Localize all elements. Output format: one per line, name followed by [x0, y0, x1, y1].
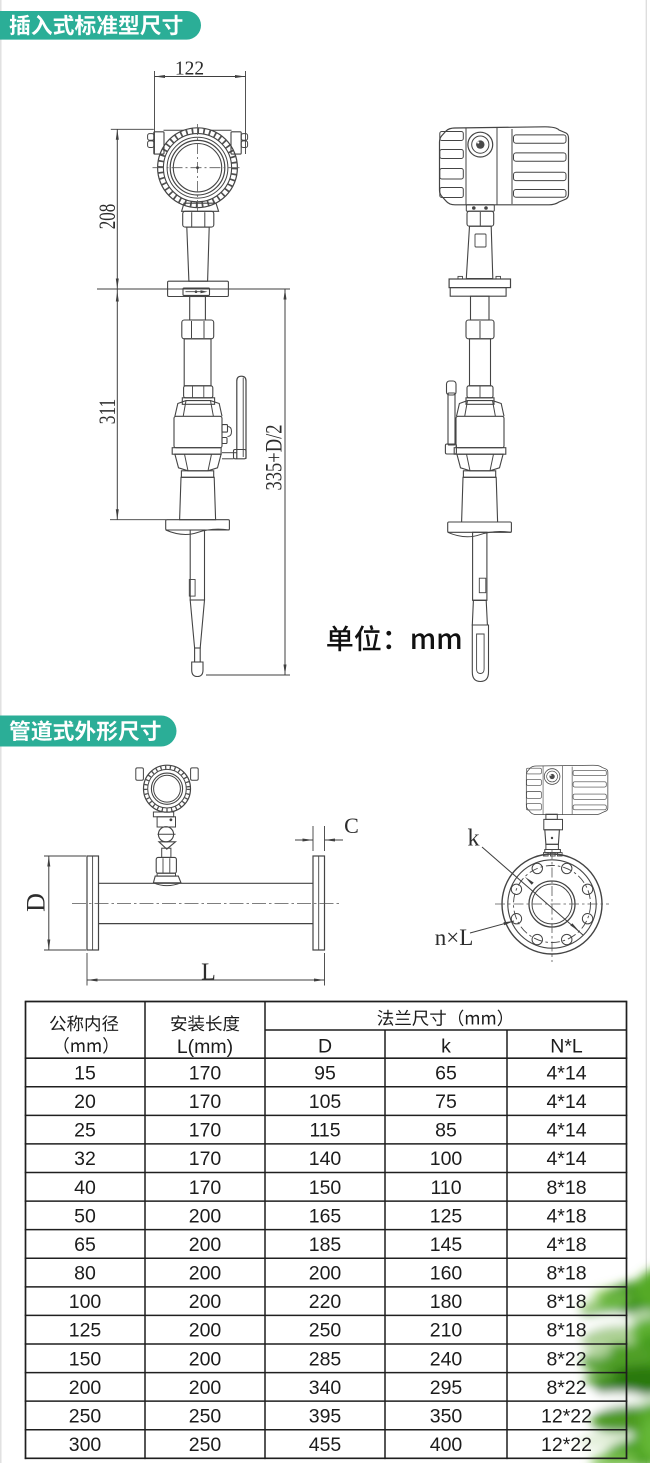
svg-text:150: 150: [69, 1348, 102, 1370]
svg-text:4*14: 4*14: [546, 1120, 586, 1142]
svg-text:C: C: [344, 813, 359, 838]
svg-text:125: 125: [69, 1320, 102, 1342]
svg-text:8*18: 8*18: [546, 1263, 586, 1285]
svg-text:400: 400: [430, 1434, 463, 1456]
svg-text:L(mm): L(mm): [177, 1036, 233, 1058]
svg-text:140: 140: [309, 1148, 342, 1170]
svg-text:250: 250: [189, 1405, 222, 1427]
svg-text:4*18: 4*18: [546, 1234, 586, 1256]
svg-text:170: 170: [189, 1177, 222, 1199]
svg-text:50: 50: [74, 1205, 96, 1227]
svg-text:12*22: 12*22: [541, 1434, 592, 1456]
svg-text:n×L: n×L: [435, 925, 474, 950]
svg-text:12*22: 12*22: [541, 1405, 592, 1427]
svg-text:170: 170: [189, 1062, 222, 1084]
svg-text:165: 165: [309, 1205, 342, 1227]
svg-text:200: 200: [189, 1263, 222, 1285]
svg-text:210: 210: [430, 1320, 463, 1342]
svg-text:125: 125: [430, 1205, 463, 1227]
svg-text:395: 395: [309, 1405, 342, 1427]
svg-text:250: 250: [309, 1320, 342, 1342]
svg-text:180: 180: [430, 1291, 463, 1313]
svg-text:k: k: [441, 1036, 451, 1058]
svg-text:100: 100: [69, 1291, 102, 1313]
svg-text:95: 95: [314, 1062, 336, 1084]
svg-text:115: 115: [309, 1120, 340, 1142]
svg-text:80: 80: [74, 1263, 96, 1285]
svg-text:170: 170: [189, 1091, 222, 1113]
svg-text:8*22: 8*22: [546, 1348, 586, 1370]
svg-text:N*L: N*L: [550, 1036, 583, 1058]
svg-text:160: 160: [430, 1263, 463, 1285]
svg-text:4*14: 4*14: [546, 1091, 586, 1113]
svg-text:240: 240: [430, 1348, 463, 1370]
svg-text:200: 200: [189, 1234, 222, 1256]
svg-text:32: 32: [74, 1148, 96, 1170]
svg-text:8*22: 8*22: [546, 1377, 586, 1399]
svg-text:85: 85: [435, 1120, 457, 1142]
svg-text:20: 20: [74, 1091, 96, 1113]
svg-text:8*18: 8*18: [546, 1177, 586, 1199]
svg-text:200: 200: [189, 1348, 222, 1370]
svg-text:4*18: 4*18: [546, 1205, 586, 1227]
svg-text:250: 250: [189, 1434, 222, 1456]
svg-text:220: 220: [309, 1291, 342, 1313]
svg-text:8*18: 8*18: [546, 1320, 586, 1342]
svg-text:100: 100: [430, 1148, 463, 1170]
svg-text:208: 208: [95, 204, 120, 230]
svg-text:110: 110: [430, 1177, 461, 1199]
svg-text:311: 311: [95, 399, 120, 425]
svg-text:D: D: [318, 1036, 332, 1058]
svg-text:75: 75: [435, 1091, 457, 1113]
svg-text:285: 285: [309, 1348, 342, 1370]
svg-text:4*14: 4*14: [546, 1148, 586, 1170]
svg-text:4*14: 4*14: [546, 1062, 586, 1084]
svg-text:200: 200: [189, 1320, 222, 1342]
svg-text:122: 122: [175, 59, 204, 80]
svg-text:25: 25: [74, 1120, 96, 1142]
svg-text:340: 340: [309, 1377, 342, 1399]
svg-text:335+D/2: 335+D/2: [262, 425, 287, 491]
svg-text:455: 455: [309, 1434, 342, 1456]
svg-text:295: 295: [430, 1377, 463, 1399]
svg-text:250: 250: [69, 1405, 102, 1427]
svg-text:200: 200: [69, 1377, 102, 1399]
svg-text:8*18: 8*18: [546, 1291, 586, 1313]
svg-text:350: 350: [430, 1405, 463, 1427]
svg-text:145: 145: [430, 1234, 463, 1256]
svg-text:300: 300: [69, 1434, 102, 1456]
svg-text:200: 200: [309, 1263, 342, 1285]
svg-text:k: k: [468, 826, 480, 852]
svg-text:170: 170: [189, 1148, 222, 1170]
svg-text:150: 150: [309, 1177, 342, 1199]
svg-text:40: 40: [74, 1177, 96, 1199]
svg-text:170: 170: [189, 1120, 222, 1142]
svg-text:65: 65: [74, 1234, 96, 1256]
svg-text:185: 185: [309, 1234, 342, 1256]
svg-text:L: L: [201, 960, 216, 986]
svg-text:15: 15: [74, 1062, 96, 1084]
svg-text:200: 200: [189, 1205, 222, 1227]
svg-text:D: D: [22, 893, 51, 912]
svg-text:200: 200: [189, 1291, 222, 1313]
svg-text:65: 65: [435, 1062, 457, 1084]
svg-text:105: 105: [309, 1091, 342, 1113]
svg-text:200: 200: [189, 1377, 222, 1399]
